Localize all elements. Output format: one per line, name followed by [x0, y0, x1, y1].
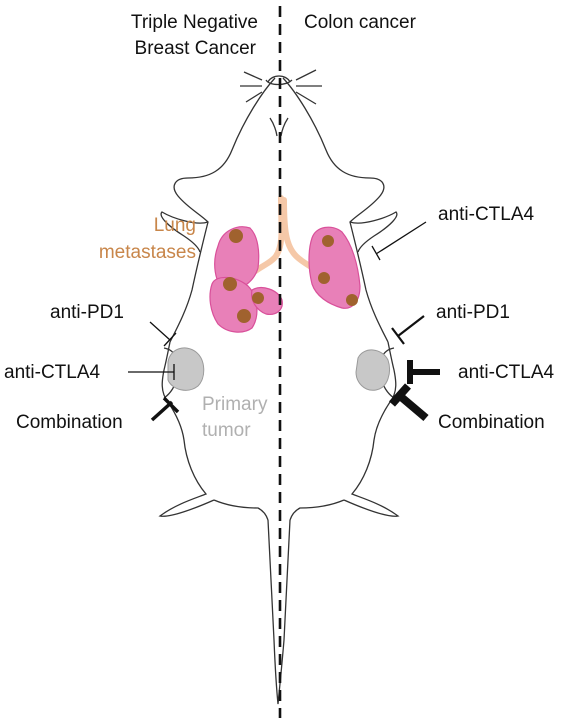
- nodule: [346, 294, 358, 306]
- left-ctla4-label: anti-CTLA4: [4, 362, 101, 383]
- mouse-snout: [265, 79, 293, 86]
- lungs: [209, 226, 361, 333]
- left-pd1-label: anti-PD1: [50, 302, 124, 323]
- right-front-leg: [349, 211, 398, 253]
- left-primary-tumor: [167, 347, 205, 391]
- mouse-nose: [267, 75, 291, 83]
- nodule: [223, 277, 237, 291]
- right-ctla4-top-label: anti-CTLA4: [438, 204, 535, 225]
- left-hip: [213, 499, 269, 521]
- right-primary-tumor: [355, 349, 390, 391]
- right-eye: [280, 117, 289, 137]
- right-ctla4-top-arrow: [371, 221, 427, 261]
- whiskers-left: [240, 71, 263, 103]
- left-header-line2: Breast Cancer: [135, 38, 257, 59]
- right-ctla4-label: anti-CTLA4: [458, 362, 555, 383]
- trachea: [251, 195, 319, 275]
- right-hip: [289, 499, 345, 521]
- lung-label-line1: Lung: [154, 215, 196, 236]
- right-header: Colon cancer: [304, 12, 417, 33]
- tumor-label-line2: tumor: [202, 420, 251, 441]
- nodule: [318, 272, 330, 284]
- whiskers-right: [295, 69, 322, 105]
- left-torso: [158, 341, 215, 517]
- nodule: [252, 292, 264, 304]
- left-front-leg: [160, 211, 209, 253]
- right-combination-arrow: [389, 383, 429, 422]
- left-combination-arrow: [150, 396, 180, 422]
- right-combination-label: Combination: [438, 412, 545, 433]
- mouse-head-outline: [169, 77, 276, 343]
- lung-label-line2: metastases: [99, 242, 196, 263]
- nodules: [223, 229, 358, 323]
- left-eye: [269, 117, 278, 137]
- nodule: [229, 229, 243, 243]
- nodule: [322, 235, 334, 247]
- mouse-head-outline-right: [282, 77, 389, 343]
- right-pd1-arrow: [391, 315, 425, 345]
- right-torso: [343, 341, 400, 517]
- right-pd1-label: anti-PD1: [436, 302, 510, 323]
- left-ctla4-arrow: [128, 364, 175, 380]
- left-header-line1: Triple Negative: [131, 12, 258, 33]
- left-combination-label: Combination: [16, 412, 123, 433]
- left-inhibition-arrows: [128, 321, 180, 422]
- tail: [267, 519, 291, 705]
- mouse-outline: [158, 69, 400, 705]
- right-inhibition-arrows: [371, 221, 440, 422]
- nodule: [237, 309, 251, 323]
- left-pd1-arrow: [149, 321, 177, 347]
- tumor-label-line1: Primary: [202, 394, 268, 415]
- right-ctla4-arrow: [407, 360, 440, 384]
